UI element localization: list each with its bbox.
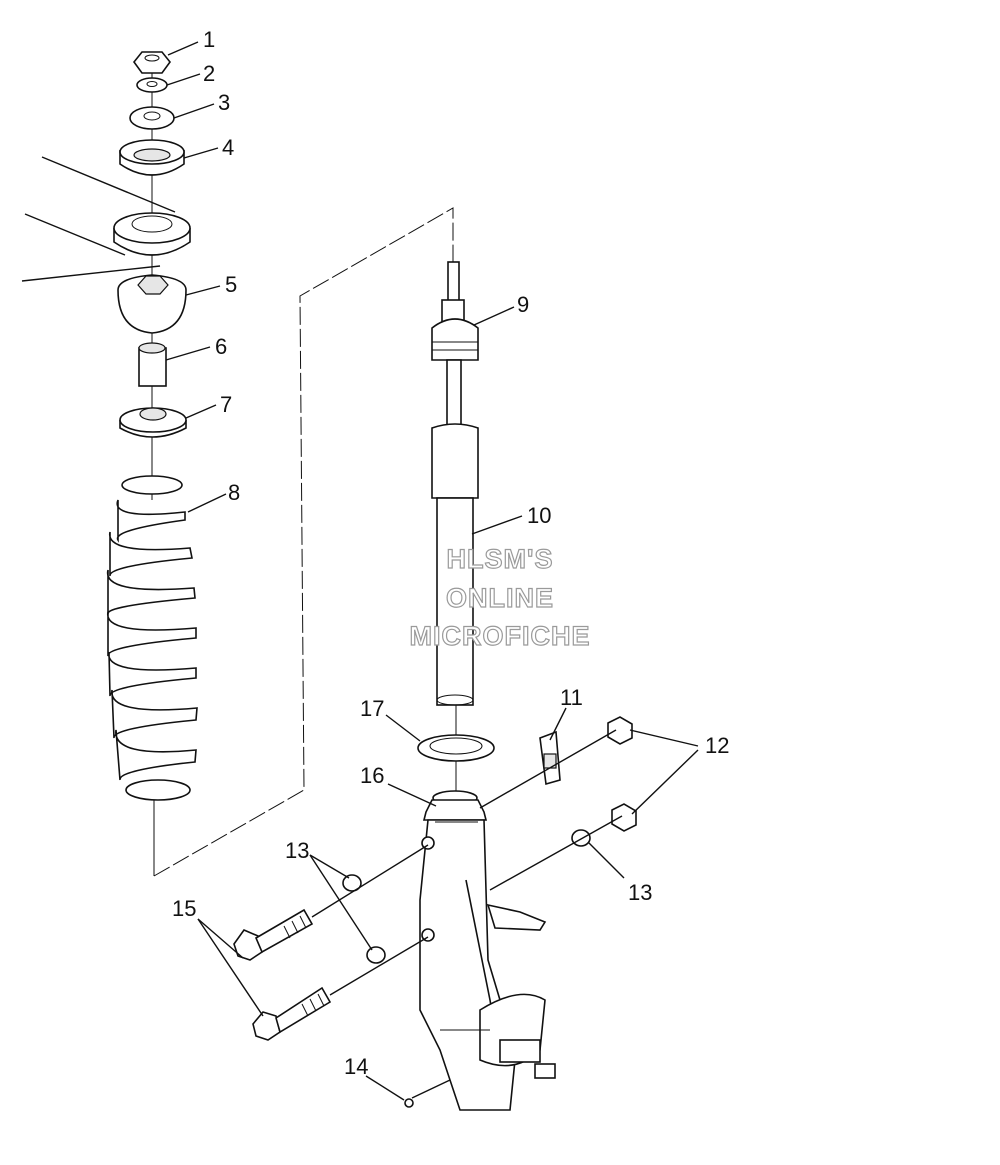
spacer-ring	[113, 212, 191, 256]
pointer-13b	[309, 854, 373, 951]
leader-bolt-lower-axis	[329, 936, 429, 996]
callout-7: 7	[220, 392, 232, 417]
watermark-line-1: HLSM'S	[447, 544, 554, 574]
leader-14-axis	[411, 1079, 451, 1099]
pointer-14	[365, 1075, 405, 1101]
pointer-12b	[631, 749, 699, 815]
part-1-nut	[132, 51, 172, 74]
part-12-nut-upper	[607, 716, 633, 745]
pointer-17	[385, 714, 421, 742]
part-17-seal	[417, 734, 495, 762]
pointer-12a	[629, 729, 699, 747]
callout-12: 12	[705, 733, 729, 758]
part-13-washer-a	[342, 874, 362, 892]
pointer-15a	[197, 918, 244, 959]
callout-5: 5	[225, 272, 237, 297]
leader-line-lower	[21, 265, 161, 282]
part-12-nut-lower	[611, 803, 637, 832]
pointer-11	[549, 707, 567, 741]
pointer-16	[387, 783, 437, 807]
callout-1: 1	[203, 27, 215, 52]
callout-2: 2	[203, 61, 215, 86]
callout-13-right: 13	[628, 880, 652, 905]
pointer-4	[183, 147, 219, 159]
part-9-top-bushing	[431, 261, 479, 361]
watermark-line-3: MICROFICHE	[410, 621, 591, 651]
part-14-screw	[404, 1098, 414, 1108]
callout-17: 17	[360, 696, 384, 721]
part-13-washer-b	[366, 946, 386, 964]
pointer-5	[185, 285, 221, 296]
callout-8: 8	[228, 480, 240, 505]
part-15-bolt-upper	[233, 908, 314, 961]
pointer-3	[173, 103, 215, 119]
part-10-shock-body	[431, 423, 479, 706]
pointer-1	[167, 41, 199, 56]
callout-10: 10	[527, 503, 551, 528]
leader-12-upper-axis	[479, 729, 617, 809]
part-13-washer-c	[571, 829, 591, 847]
callout-15: 15	[172, 896, 196, 921]
pointer-13a	[309, 854, 350, 879]
pointer-8	[187, 493, 227, 513]
watermark-line-2: ONLINE	[446, 583, 554, 613]
part-8-spring	[106, 475, 198, 801]
callout-11: 11	[560, 685, 583, 710]
part-15-bolt-lower	[252, 986, 332, 1041]
callout-13: 13	[285, 838, 309, 863]
pointer-15b	[197, 918, 264, 1017]
part-3-washer	[129, 106, 175, 130]
callout-14: 14	[344, 1054, 368, 1079]
pointer-6	[165, 346, 211, 361]
part-5-bumper	[117, 274, 187, 334]
part-6-spacer	[138, 342, 167, 387]
leader-12-lower-axis	[489, 815, 623, 891]
alignment-path	[153, 207, 454, 877]
callout-6: 6	[215, 334, 227, 359]
pointer-13c	[587, 841, 625, 879]
part-2-washer	[136, 77, 168, 93]
part-7-seat	[119, 407, 187, 438]
pointer-10	[471, 515, 523, 535]
callout-4: 4	[222, 135, 234, 160]
leader-line-middle	[24, 213, 126, 256]
leader-bolt-upper-axis	[311, 844, 429, 918]
pointer-9	[473, 306, 515, 326]
leader-line-upper	[41, 156, 176, 213]
pointer-7	[185, 404, 217, 419]
callout-3: 3	[218, 90, 230, 115]
part-4-cup	[119, 139, 185, 176]
callout-16: 16	[360, 763, 384, 788]
part-16-strut-housing	[419, 790, 556, 1111]
pointer-2	[166, 73, 201, 86]
callout-9: 9	[517, 292, 529, 317]
